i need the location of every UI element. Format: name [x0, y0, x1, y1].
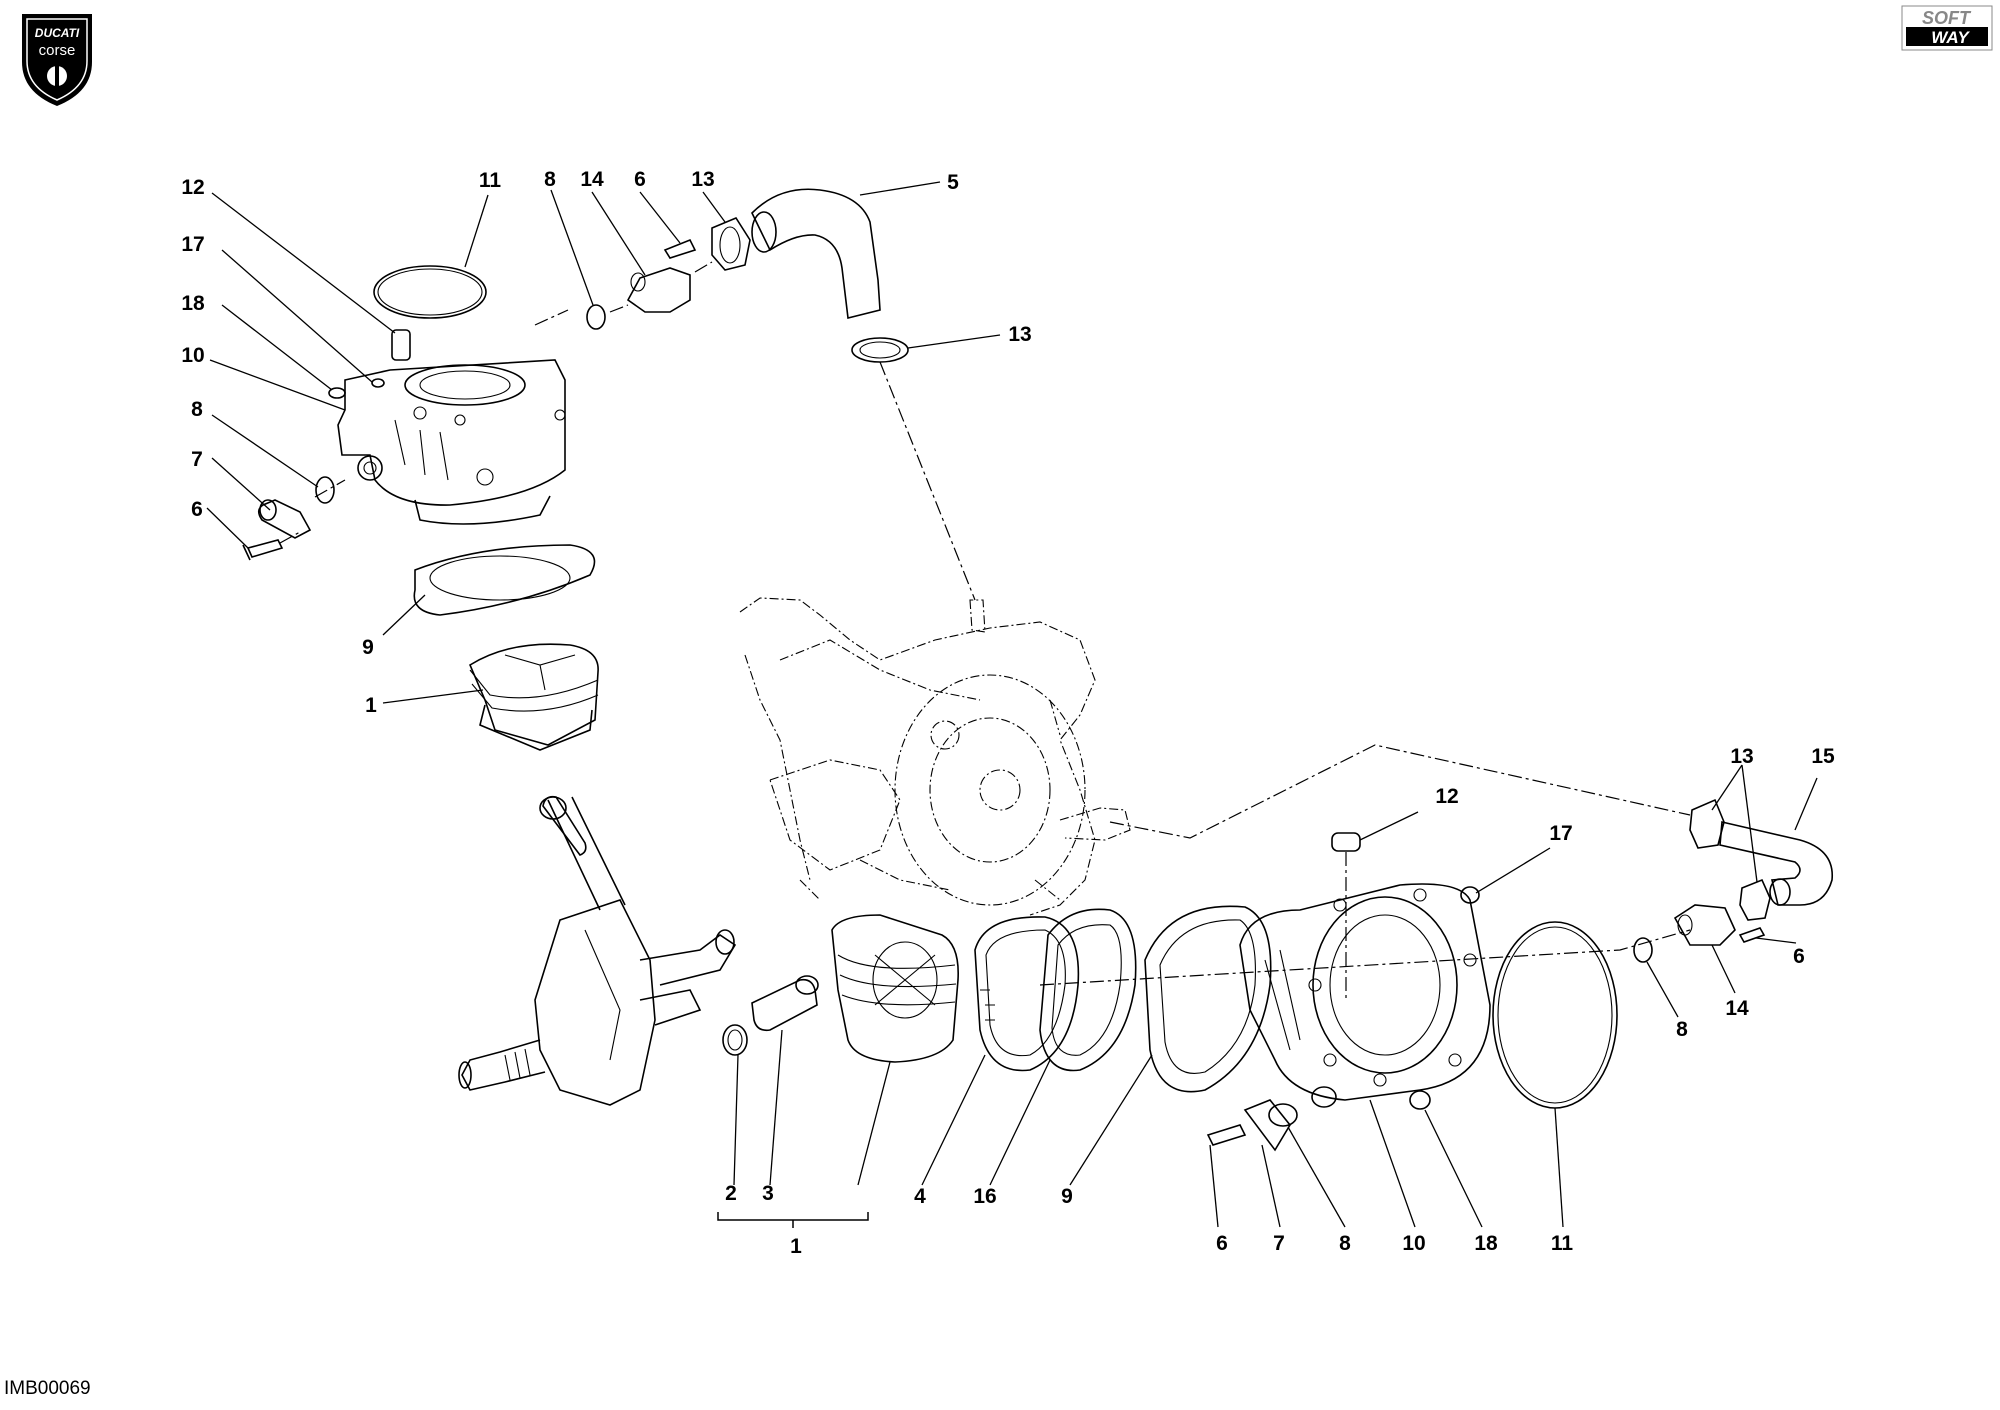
callout-10: 10	[1402, 1232, 1425, 1255]
callout-14: 14	[580, 168, 604, 191]
callout-18: 18	[181, 292, 205, 315]
lower-oring-18	[1409, 1090, 1431, 1110]
lower-circlip-8b	[1268, 1103, 1298, 1127]
callout-12: 12	[181, 176, 204, 199]
lower-cylinder-group	[722, 798, 1833, 1152]
lower-screw-6b	[1206, 1124, 1247, 1146]
softway-logo: SOFT WAY	[1901, 5, 1993, 51]
upper-oring-17	[371, 378, 385, 388]
callout-18: 18	[1474, 1232, 1498, 1255]
ducati-corse-logo: DUCATI corse	[22, 14, 92, 106]
lower-screw-6	[1738, 927, 1766, 943]
callout-3: 3	[762, 1182, 774, 1205]
group-bracket-1	[717, 1212, 869, 1228]
lower-circlip-2	[722, 1024, 748, 1056]
callout-4: 4	[914, 1185, 926, 1208]
callout-8: 8	[191, 398, 203, 421]
callout-2: 2	[725, 1182, 737, 1205]
upper-screw-6a	[242, 539, 284, 561]
callout-labels: 12 17 18 10 8 7 6 11 8 14 6 13 5 13 9 1 …	[181, 168, 1835, 1258]
upper-gasket-9	[413, 544, 596, 616]
lower-cylinder-10	[1239, 883, 1491, 1101]
ring-16	[1039, 908, 1137, 1072]
callout-9: 9	[1061, 1185, 1073, 1208]
leader-lines	[206, 181, 1818, 1228]
callout-17: 17	[181, 233, 204, 256]
upper-o-ring-11	[373, 265, 487, 319]
upper-hose-5	[751, 188, 881, 319]
callout-13: 13	[1730, 745, 1753, 768]
callout-6: 6	[1216, 1232, 1228, 1255]
callout-12: 12	[1435, 785, 1458, 808]
callout-16: 16	[973, 1185, 996, 1208]
callout-17: 17	[1549, 822, 1572, 845]
logo-brand-top: DUCATI	[35, 26, 80, 40]
crankcase-outline	[739, 597, 1131, 916]
upper-circlip-8a	[315, 476, 335, 504]
callout-7: 7	[1273, 1232, 1285, 1255]
lower-union-14	[1673, 904, 1736, 946]
callout-13: 13	[1008, 323, 1031, 346]
assembly-axes	[279, 261, 1691, 1000]
upper-dowel-12	[391, 329, 411, 361]
callout-1: 1	[365, 694, 377, 717]
lower-oring-17	[1460, 886, 1480, 904]
callout-1: 1	[790, 1235, 802, 1258]
callout-9: 9	[362, 636, 374, 659]
lower-plug-7	[1243, 1099, 1291, 1152]
callout-6: 6	[634, 168, 646, 191]
upper-piston-1	[468, 643, 599, 746]
callout-15: 15	[1811, 745, 1835, 768]
callout-14: 14	[1725, 997, 1749, 1020]
softway-logo-top: SOFT	[1922, 8, 1972, 28]
callout-11: 11	[1551, 1232, 1574, 1255]
lower-gasket-9	[1144, 905, 1272, 1093]
lower-pin-3	[751, 978, 818, 1032]
callout-8: 8	[1676, 1018, 1688, 1041]
diagram-code: IMB00069	[4, 1378, 91, 1399]
upper-clamp-13a	[711, 217, 751, 271]
lower-o-ring-11	[1492, 921, 1618, 1109]
upper-screw-6b	[663, 238, 697, 259]
callout-6: 6	[191, 498, 203, 521]
upper-union-14	[626, 267, 691, 313]
upper-circlip-8b	[586, 304, 606, 330]
lower-clamp-13b	[1739, 878, 1771, 921]
callout-6: 6	[1793, 945, 1805, 968]
lower-piston	[831, 914, 959, 1063]
callout-10: 10	[181, 344, 204, 367]
callout-13: 13	[691, 168, 714, 191]
lower-clamp-13a	[1689, 798, 1725, 849]
lower-circlip-8	[1633, 937, 1653, 963]
softway-logo-bottom: WAY	[1931, 28, 1970, 47]
callout-8: 8	[544, 168, 556, 191]
upper-cylinder-10	[337, 359, 566, 506]
logo-brand-bottom: corse	[39, 42, 76, 59]
callout-5: 5	[947, 171, 959, 194]
callout-11: 11	[479, 169, 502, 192]
lower-hose-15	[1719, 821, 1833, 906]
ring-4	[974, 916, 1080, 1072]
callout-8: 8	[1339, 1232, 1351, 1255]
lower-dowel-12	[1331, 832, 1361, 852]
crankshaft-assembly	[458, 795, 737, 1106]
callout-7: 7	[191, 448, 203, 471]
upper-cylinder-group	[242, 188, 909, 751]
